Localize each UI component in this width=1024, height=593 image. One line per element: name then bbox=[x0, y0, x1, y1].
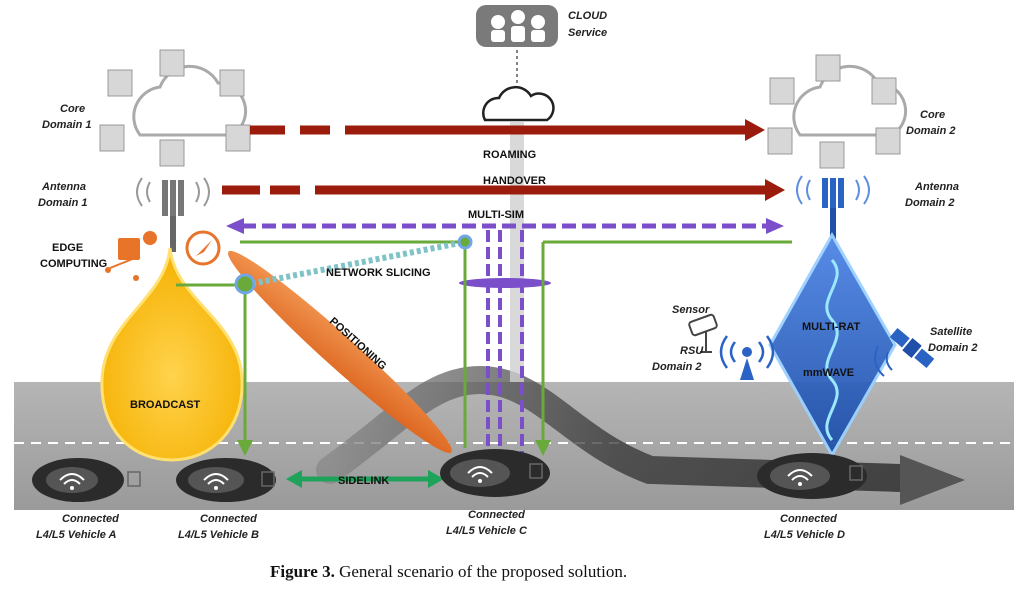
vehicle-c-label-2: L4/L5 Vehicle C bbox=[446, 525, 528, 537]
vehicle-a bbox=[32, 458, 141, 502]
antenna-domain-1-icon bbox=[136, 177, 210, 252]
core2-label-1: Core bbox=[920, 109, 945, 121]
antenna2-label-1: Antenna bbox=[914, 181, 959, 193]
broadcast-label: BROADCAST bbox=[130, 399, 201, 411]
green-links bbox=[176, 240, 792, 450]
sensor-label: Sensor bbox=[672, 304, 710, 316]
vehicle-trajectory bbox=[316, 365, 914, 492]
vehicle-a-label-2: L4/L5 Vehicle A bbox=[36, 529, 117, 541]
sensor-camera-icon bbox=[688, 313, 718, 353]
multisim-arrow bbox=[226, 218, 784, 234]
rsu-label-2: Domain 2 bbox=[652, 361, 702, 373]
edge-computing-icon bbox=[105, 231, 157, 281]
core-domain-2-icon bbox=[767, 54, 908, 169]
vehicle-b-label-2: L4/L5 Vehicle B bbox=[178, 529, 259, 541]
cloud-label-1: CLOUD bbox=[568, 10, 607, 22]
vehicle-c bbox=[440, 449, 550, 497]
vehicle-d-label-1: Connected bbox=[780, 513, 837, 525]
core2-label-2: Domain 2 bbox=[906, 125, 956, 137]
antenna1-label-2: Domain 1 bbox=[38, 197, 88, 209]
satellite-signal bbox=[874, 345, 893, 377]
vehicle-b-label-1: Connected bbox=[200, 513, 257, 525]
slicing-node-2 bbox=[457, 234, 473, 250]
vehicle-a-label-1: Connected bbox=[62, 513, 119, 525]
rsu-label-1: RSU bbox=[680, 345, 704, 357]
core-domain-1-icon bbox=[99, 49, 251, 167]
network-slicing-link bbox=[244, 239, 466, 288]
roaming-label: ROAMING bbox=[483, 149, 536, 161]
vehicle-c-label-1: Connected bbox=[468, 509, 525, 521]
roaming-cloud-icon bbox=[482, 85, 555, 122]
sidelink-label: SIDELINK bbox=[338, 475, 389, 487]
multisim-label: MULTI-SIM bbox=[468, 209, 524, 221]
rsu-icon bbox=[719, 335, 775, 380]
handover-arrow bbox=[222, 179, 785, 201]
broadcast-cone bbox=[100, 247, 244, 462]
core1-label-2: Domain 1 bbox=[42, 119, 92, 131]
roaming-arrow bbox=[250, 119, 765, 141]
edge-label-1: EDGE bbox=[52, 242, 83, 254]
core1-label-1: Core bbox=[60, 103, 85, 115]
vehicle-d bbox=[757, 453, 867, 499]
compass-icon bbox=[185, 230, 221, 266]
multisim-vertical-links bbox=[459, 230, 551, 455]
trajectory-arrow-head bbox=[900, 455, 965, 505]
sidelink-arrow bbox=[286, 470, 444, 488]
green-arrowhead-b bbox=[237, 440, 253, 456]
slicing-node-1 bbox=[234, 273, 256, 295]
caption-text: General scenario of the proposed solutio… bbox=[335, 562, 627, 581]
vehicle-b bbox=[176, 458, 276, 502]
edge-label-2: COMPUTING bbox=[40, 258, 107, 270]
positioning-beam bbox=[228, 250, 452, 454]
antenna-domain-2-icon bbox=[796, 175, 870, 240]
caption-label: Figure 3. bbox=[270, 562, 335, 581]
cloud-label-2: Service bbox=[568, 27, 607, 39]
satellite-label-1: Satellite bbox=[930, 326, 972, 338]
slicing-label: NETWORK SLICING bbox=[326, 267, 431, 279]
antenna1-label-1: Antenna bbox=[41, 181, 86, 193]
green-arrowhead-c bbox=[535, 440, 551, 456]
figure-caption: Figure 3. General scenario of the propos… bbox=[270, 562, 627, 581]
satellite-label-2: Domain 2 bbox=[928, 342, 978, 354]
mmwave-signal bbox=[825, 258, 839, 442]
antenna2-label-2: Domain 2 bbox=[905, 197, 955, 209]
satellite-icon bbox=[889, 327, 935, 369]
multirat-label: MULTI-RAT bbox=[802, 321, 861, 333]
handover-label: HANDOVER bbox=[483, 175, 546, 187]
cloud-service-icon bbox=[476, 5, 558, 47]
mmwave-label: mmWAVE bbox=[803, 367, 854, 379]
vehicle-d-label-2: L4/L5 Vehicle D bbox=[764, 529, 845, 541]
